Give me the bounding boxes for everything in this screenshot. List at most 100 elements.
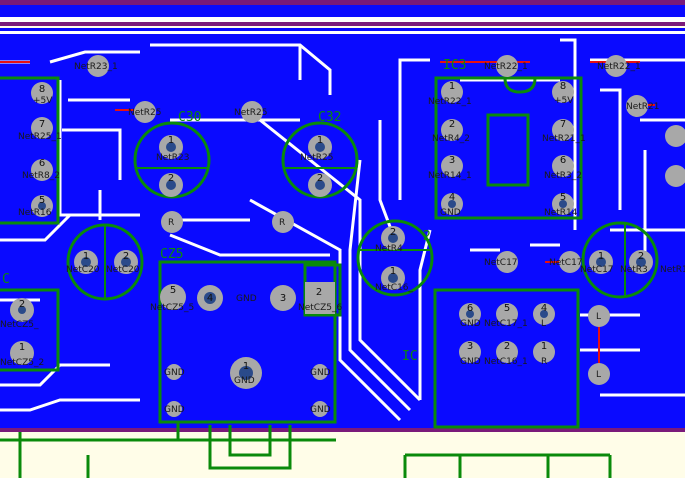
pad-cz5-gnd-tl[interactable] bbox=[166, 364, 182, 380]
svg-text:1: 1 bbox=[168, 135, 174, 146]
pad-cz5-3[interactable] bbox=[270, 285, 296, 311]
pad-ic3-8[interactable] bbox=[552, 81, 574, 103]
svg-text:1: 1 bbox=[243, 361, 249, 372]
svg-text:NetR22_1: NetR22_1 bbox=[428, 97, 472, 107]
pad-top-r22-right[interactable] bbox=[605, 55, 627, 77]
pad-top-r22[interactable] bbox=[496, 55, 518, 77]
svg-text:NetR22_1: NetR22_1 bbox=[484, 62, 528, 72]
svg-text:NetC17_1: NetC17_1 bbox=[484, 319, 528, 329]
pad-l-a[interactable] bbox=[588, 305, 610, 327]
pad-bic-2[interactable] bbox=[496, 341, 518, 363]
silkscreen bbox=[0, 76, 659, 478]
designator-c32: C32 bbox=[318, 110, 341, 125]
svg-text:NetC20: NetC20 bbox=[66, 265, 100, 275]
pad-right-1[interactable] bbox=[665, 125, 685, 147]
pad-cz-left-2[interactable] bbox=[10, 341, 34, 365]
board-outline-bottom bbox=[0, 428, 685, 432]
svg-text:4: 4 bbox=[207, 293, 213, 304]
svg-text:L: L bbox=[596, 370, 601, 380]
designator-c2-partial: 2 bbox=[423, 229, 431, 244]
svg-text:GND: GND bbox=[164, 405, 185, 415]
pad-left-ic-8[interactable] bbox=[31, 82, 53, 104]
svg-text:5: 5 bbox=[39, 195, 45, 206]
pad-bic-5[interactable] bbox=[496, 303, 518, 325]
designator-ic-bottom: IC bbox=[402, 349, 418, 364]
capacitor-polarity-shading bbox=[104, 167, 626, 298]
svg-text:3: 3 bbox=[467, 341, 473, 352]
svg-text:GND: GND bbox=[440, 208, 461, 218]
svg-text:NetR3_2: NetR3_2 bbox=[544, 171, 582, 181]
pad-netc17-b[interactable] bbox=[559, 251, 581, 273]
svg-text:2: 2 bbox=[504, 341, 510, 352]
svg-text:NetR22_1: NetR22_1 bbox=[597, 62, 641, 72]
pad-cz5-5[interactable] bbox=[160, 284, 186, 310]
svg-text:NetCZ5_6: NetCZ5_6 bbox=[298, 303, 342, 313]
pad-top-r23[interactable] bbox=[87, 55, 109, 77]
svg-text:NetC16_: NetC16_ bbox=[375, 283, 414, 293]
pad-bic-1[interactable] bbox=[533, 341, 555, 363]
svg-text:1: 1 bbox=[541, 341, 547, 352]
pad-r-b[interactable] bbox=[272, 211, 294, 233]
pad-left-ic-7[interactable] bbox=[31, 117, 53, 139]
pad-ic3-3[interactable] bbox=[441, 155, 463, 177]
svg-text:R: R bbox=[279, 218, 285, 228]
svg-text:4: 4 bbox=[541, 303, 547, 314]
svg-text:2: 2 bbox=[449, 119, 455, 130]
svg-text:NetR23: NetR23 bbox=[156, 153, 190, 163]
svg-text:NetC17: NetC17 bbox=[580, 265, 614, 275]
pad-left-ic-6[interactable] bbox=[31, 159, 53, 181]
svg-text:L: L bbox=[541, 319, 546, 329]
pad-r-a[interactable] bbox=[161, 211, 183, 233]
svg-text:NetC16_1: NetC16_1 bbox=[484, 357, 528, 367]
pad-ic3-2[interactable] bbox=[441, 119, 463, 141]
pad-cz5-2-square[interactable] bbox=[305, 282, 335, 314]
svg-text:2: 2 bbox=[123, 251, 129, 262]
pin-numbers: 8 7 6 5 1 2 1 2 1 2 2 1 5 4 3 2 1 1 2 3 … bbox=[19, 81, 644, 372]
pad-cz5-gnd-bl[interactable] bbox=[166, 401, 182, 417]
svg-text:NetR3: NetR3 bbox=[620, 265, 648, 275]
pad-ic3-6[interactable] bbox=[552, 155, 574, 177]
svg-text:5: 5 bbox=[170, 285, 176, 296]
svg-text:3: 3 bbox=[280, 293, 286, 304]
svg-text:R: R bbox=[541, 357, 547, 367]
svg-text:NetR14_1: NetR14_1 bbox=[428, 171, 472, 181]
pad-netc17-a[interactable] bbox=[496, 251, 518, 273]
svg-text:+5V: +5V bbox=[33, 96, 53, 106]
svg-text:NetCZ5_: NetCZ5_ bbox=[0, 320, 39, 330]
svg-text:2: 2 bbox=[168, 173, 174, 184]
drill-holes bbox=[18, 142, 646, 380]
pad-l-b[interactable] bbox=[588, 363, 610, 385]
board-outline-band bbox=[0, 22, 685, 26]
pad-r21-right[interactable] bbox=[626, 95, 648, 117]
svg-text:5: 5 bbox=[560, 192, 566, 203]
pad-cz5-gnd-br[interactable] bbox=[312, 401, 328, 417]
svg-text:1: 1 bbox=[449, 81, 455, 92]
pad-r25-mid[interactable] bbox=[241, 101, 263, 123]
svg-text:GND: GND bbox=[236, 294, 257, 304]
svg-text:NetC17: NetC17 bbox=[484, 258, 518, 268]
pad-r25-left[interactable] bbox=[134, 101, 156, 123]
trace-clearances bbox=[0, 38, 685, 422]
svg-text:8: 8 bbox=[560, 81, 566, 92]
svg-text:2: 2 bbox=[317, 173, 323, 184]
svg-text:3: 3 bbox=[449, 155, 455, 166]
svg-text:8: 8 bbox=[39, 84, 45, 95]
svg-text:NetR25: NetR25 bbox=[300, 153, 334, 163]
pad-cz5-gnd-tr[interactable] bbox=[312, 364, 328, 380]
pad-ic3-7[interactable] bbox=[552, 119, 574, 141]
net-labels: NetR23_1 NetR25 NetR25 NetR23 NetR25 Net… bbox=[0, 62, 685, 415]
pad-ic3-1[interactable] bbox=[441, 81, 463, 103]
svg-text:6: 6 bbox=[560, 155, 566, 166]
svg-text:2: 2 bbox=[316, 287, 322, 298]
pad-right-2[interactable] bbox=[665, 165, 685, 187]
designator-c30: C30 bbox=[178, 110, 201, 125]
pad-bic-3[interactable] bbox=[459, 341, 481, 363]
clearance-top bbox=[0, 17, 685, 22]
svg-text:2: 2 bbox=[19, 299, 25, 310]
designator-cz5: CZ5 bbox=[160, 247, 183, 262]
svg-text:GND: GND bbox=[234, 376, 255, 386]
square-pads[interactable] bbox=[305, 282, 335, 314]
pads[interactable] bbox=[10, 55, 685, 417]
svg-text:NetR23_1: NetR23_1 bbox=[74, 62, 118, 72]
